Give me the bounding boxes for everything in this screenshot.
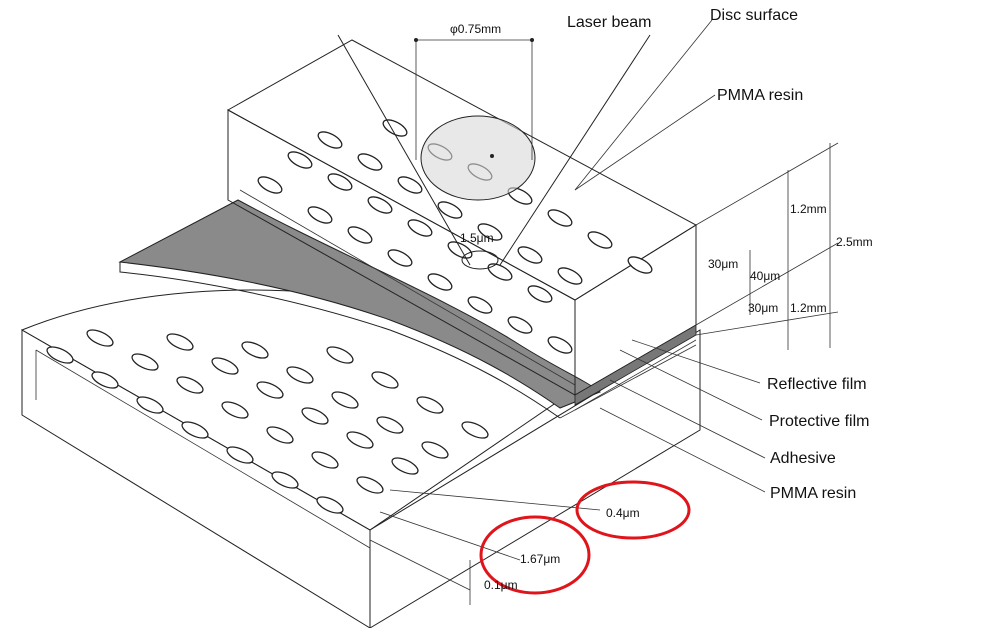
film-30-top-label: 30μm <box>708 257 738 271</box>
thickness-dimensions <box>695 142 839 350</box>
track-pitch-label: 1.67μm <box>520 552 560 566</box>
film-40-label: 40μm <box>750 269 780 283</box>
laser-beam <box>337 34 651 270</box>
reflective-layer-cutaway <box>118 199 601 409</box>
adhesive-edge <box>559 344 697 419</box>
leader-lines <box>574 19 766 493</box>
protective-film-edge <box>574 339 697 411</box>
pmma-resin-top-label: PMMA resin <box>717 87 803 104</box>
spot-size-label: 1.5μm <box>460 231 494 245</box>
beam-left-edge <box>337 34 471 266</box>
bottom-thickness-label: 1.2mm <box>790 301 827 315</box>
bottom-block <box>20 289 701 628</box>
protective-film-label: Protective film <box>769 413 869 430</box>
disc-surface-label: Disc surface <box>710 7 798 24</box>
bottom-pits <box>46 329 489 514</box>
laser-beam-label: Laser beam <box>567 14 652 31</box>
beam-focus-ellipse <box>461 250 499 270</box>
bottom-inner-edge <box>35 349 371 549</box>
pit-width-label: 0.4μm <box>606 506 640 520</box>
film-30-bottom-label: 30μm <box>748 301 778 315</box>
highlight-circle-track-pitch <box>575 480 691 540</box>
pitch-leaders <box>369 489 601 605</box>
adhesive-label: Adhesive <box>770 450 836 467</box>
beam-spot-ellipse <box>420 115 536 201</box>
pmma-resin-bottom-label: PMMA resin <box>770 485 856 502</box>
beam-diameter-dimension <box>414 38 534 160</box>
cutaway-lower-edge <box>119 262 561 419</box>
film-layers <box>559 324 697 419</box>
beam-right-edge <box>499 34 651 266</box>
bottom-block-front-face <box>21 329 371 628</box>
pit-depth-label: 0.1μm <box>484 578 518 592</box>
total-thickness-label: 2.5mm <box>836 235 873 249</box>
highlight-circle-pit-width <box>479 515 591 595</box>
beam-center-dot <box>490 154 494 158</box>
top-thickness-label: 1.2mm <box>790 202 827 216</box>
top-inner-edge <box>239 189 576 386</box>
reflective-film-label: Reflective film <box>767 376 867 393</box>
beam-diameter-label: φ0.75mm <box>450 22 501 36</box>
